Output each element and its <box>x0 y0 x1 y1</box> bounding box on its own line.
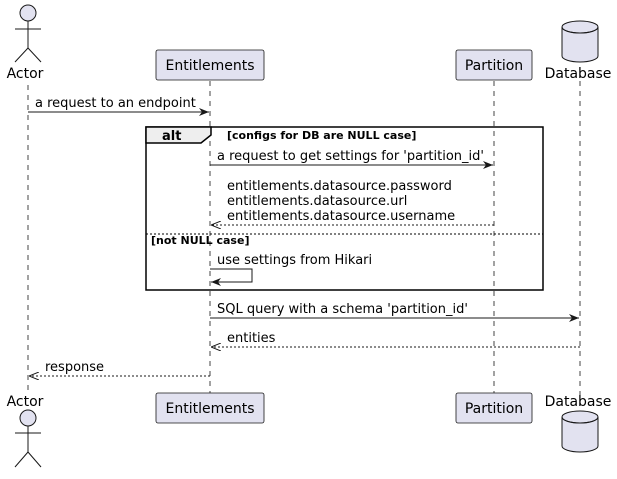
message-datasource-username: entitlements.datasource.username <box>227 209 455 224</box>
database-icon-bottom <box>561 410 599 453</box>
message-datasource-settings: entitlements.datasource.password entitle… <box>211 179 494 225</box>
message-entities: entities <box>211 331 580 347</box>
message-get-settings-label: a request to get settings for 'partition… <box>217 149 484 164</box>
database-label: Database <box>545 66 612 82</box>
entitlements-label-bottom: Entitlements <box>166 401 255 417</box>
alt-condition-not-null: [not NULL case] <box>151 234 249 247</box>
actor-bottom: Actor <box>7 394 44 468</box>
message-request-endpoint: a request to an endpoint <box>28 96 209 116</box>
alt-keyword-tab <box>145 126 212 144</box>
entitlements-label: Entitlements <box>166 58 255 74</box>
entitlements-participant-top: Entitlements <box>155 49 265 81</box>
message-sql-query: SQL query with a schema 'partition_id' <box>210 302 579 322</box>
message-request-endpoint-label: a request to an endpoint <box>35 96 196 111</box>
actor-top: Actor <box>7 4 44 82</box>
partition-label: Partition <box>465 58 523 74</box>
database-bottom: Database <box>545 394 612 453</box>
actor-icon-bottom <box>14 409 42 468</box>
message-use-hikari: use settings from Hikari <box>210 253 372 286</box>
message-datasource-password: entitlements.datasource.password <box>227 179 452 194</box>
message-response: response <box>29 360 210 376</box>
partition-participant-top: Partition <box>455 49 533 81</box>
message-get-settings: a request to get settings for 'partition… <box>210 149 493 169</box>
database-label-bottom: Database <box>545 394 612 410</box>
message-use-hikari-label: use settings from Hikari <box>217 253 372 268</box>
message-response-label: response <box>45 360 104 375</box>
message-sql-query-label: SQL query with a schema 'partition_id' <box>217 302 468 317</box>
alt-condition-null: [configs for DB are NULL case] <box>227 129 416 142</box>
actor-label: Actor <box>7 66 44 82</box>
partition-label-bottom: Partition <box>465 401 523 417</box>
message-datasource-url: entitlements.datasource.url <box>227 194 407 209</box>
database-top: Database <box>545 20 612 82</box>
entitlements-participant-bottom: Entitlements <box>155 392 265 424</box>
partition-participant-bottom: Partition <box>455 392 533 424</box>
database-icon <box>561 20 599 63</box>
actor-label-bottom: Actor <box>7 394 44 410</box>
message-entities-label: entities <box>227 331 276 346</box>
actor-icon <box>14 4 42 63</box>
alt-keyword: alt <box>162 129 181 144</box>
alt-fragment: alt [configs for DB are NULL case] [not … <box>145 126 544 291</box>
